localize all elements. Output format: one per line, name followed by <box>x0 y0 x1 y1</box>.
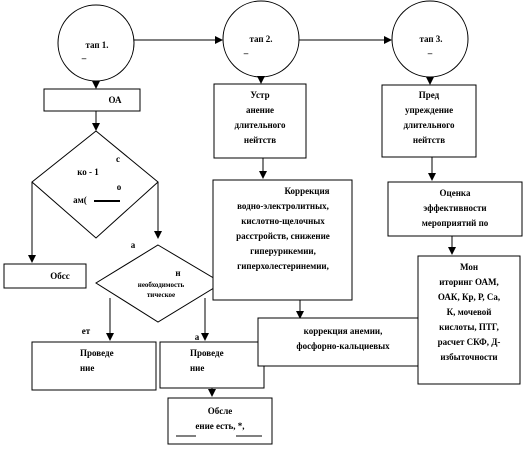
stage2-mark: – <box>243 48 249 58</box>
branch-label-a2: а <box>194 332 200 342</box>
stage2-label: тап 2. <box>249 34 273 44</box>
diamond1-ink-bar <box>94 200 120 202</box>
correction-title: Коррекция <box>284 186 330 196</box>
stage3-label: тап 3. <box>419 34 443 44</box>
diamond1-text-b: ко - 1 <box>77 167 99 177</box>
box-proved-2 <box>159 341 265 389</box>
box-obs <box>3 263 87 289</box>
proved2-label: Проведе ние <box>190 348 224 373</box>
diamond2-text-b: необходимость тическое <box>137 281 185 299</box>
box-oa <box>43 88 141 112</box>
stage3-mark: – <box>427 48 433 58</box>
obsl-label: Обсле ение есть, *, <box>195 406 245 431</box>
branch-label-et: ет <box>81 326 91 336</box>
decision-diamond-1 <box>31 130 159 239</box>
obs-label: Обсс <box>50 271 70 281</box>
branch-label-a1: а <box>130 240 136 250</box>
box-ustr <box>213 83 307 159</box>
box-correction-anemia <box>257 317 419 367</box>
box-predupr <box>381 84 477 158</box>
box-monitor <box>417 255 521 385</box>
diamond2-text-a: н <box>175 268 181 278</box>
oa-label: ОА <box>108 95 122 105</box>
stage1-mark: – <box>81 53 87 63</box>
box-proved-1 <box>31 341 157 391</box>
proved1-label: Проведе ние <box>80 348 114 373</box>
stage1-label: тап 1. <box>85 40 109 50</box>
correction-anemia-label: коррекция анемии, фосфорно-кальциевых <box>296 326 390 351</box>
box-ocenka <box>387 181 523 237</box>
predupr-label: Пред упреждение длительного нейтств <box>403 90 455 145</box>
diamond1-text-d: ам( <box>73 195 87 205</box>
decision-diamond-2 <box>95 244 223 323</box>
diamond1-text-a: с <box>116 154 120 164</box>
box-correction <box>212 179 353 301</box>
ustr-label: Устр анение длительного нейтств <box>234 90 286 145</box>
diamond1-text-c: о <box>116 182 122 192</box>
monitor-label: Мон иторинг ОАМ, ОАК, Кр, Р, Са, К, моче… <box>437 262 501 362</box>
correction-body: водно-электролитных, кислотно-щелочных р… <box>236 201 330 271</box>
ocenka-label: Оценка эффективности мероприятий по <box>421 188 489 228</box>
